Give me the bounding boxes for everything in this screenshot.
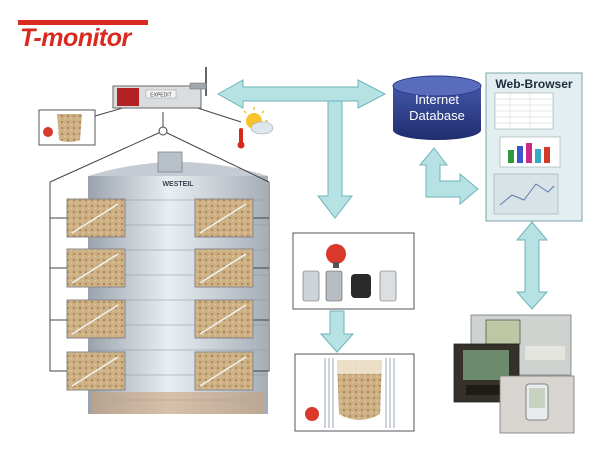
sensor-tile (66, 198, 126, 238)
control-box: EXPEDIT (112, 67, 207, 109)
sensor-tile (194, 351, 254, 391)
phone-icon (379, 270, 397, 302)
arrow-horizontal (216, 79, 387, 109)
database-label-line1: Internet (414, 92, 460, 107)
cable-node (158, 126, 168, 136)
sensor-tile (66, 248, 126, 288)
sensor-tile (66, 351, 126, 391)
arrow-browser-to-devices (515, 221, 549, 310)
web-browser-panel (485, 72, 583, 222)
cable-tree (49, 102, 270, 372)
arrow-db-to-browser (418, 147, 479, 206)
web-browser-title: Web-Browser (495, 77, 573, 91)
sensor-tile (194, 198, 254, 238)
phone-icon (325, 270, 343, 302)
sensor-tiles-left (66, 198, 126, 391)
sample-inset (38, 109, 96, 146)
alarm-bell-icon (326, 244, 346, 264)
logo-text: T-monitor (20, 24, 131, 52)
phone-icon (302, 270, 320, 302)
alarm-devices-box (292, 232, 415, 310)
weather-icon (237, 107, 274, 149)
control-box-label: EXPEDIT (150, 93, 171, 99)
t-monitor-logo: T-monitor (18, 20, 158, 58)
silo-brand: WESTEIL (162, 181, 194, 188)
sensor-tile (194, 299, 254, 339)
devices-photo (453, 314, 575, 434)
database-label-line2: Database (409, 108, 465, 123)
internet-database (392, 75, 482, 140)
database-label: Internet Database (398, 92, 476, 124)
arrow-down-to-sample (319, 310, 355, 353)
phone-icon (351, 274, 371, 298)
arrow-down-to-alarm (316, 100, 354, 219)
sensor-tile (66, 299, 126, 339)
silo-section-box (294, 353, 415, 432)
sensor-tiles-right (194, 198, 254, 391)
logo-bar (18, 20, 148, 25)
sensor-tile (194, 248, 254, 288)
